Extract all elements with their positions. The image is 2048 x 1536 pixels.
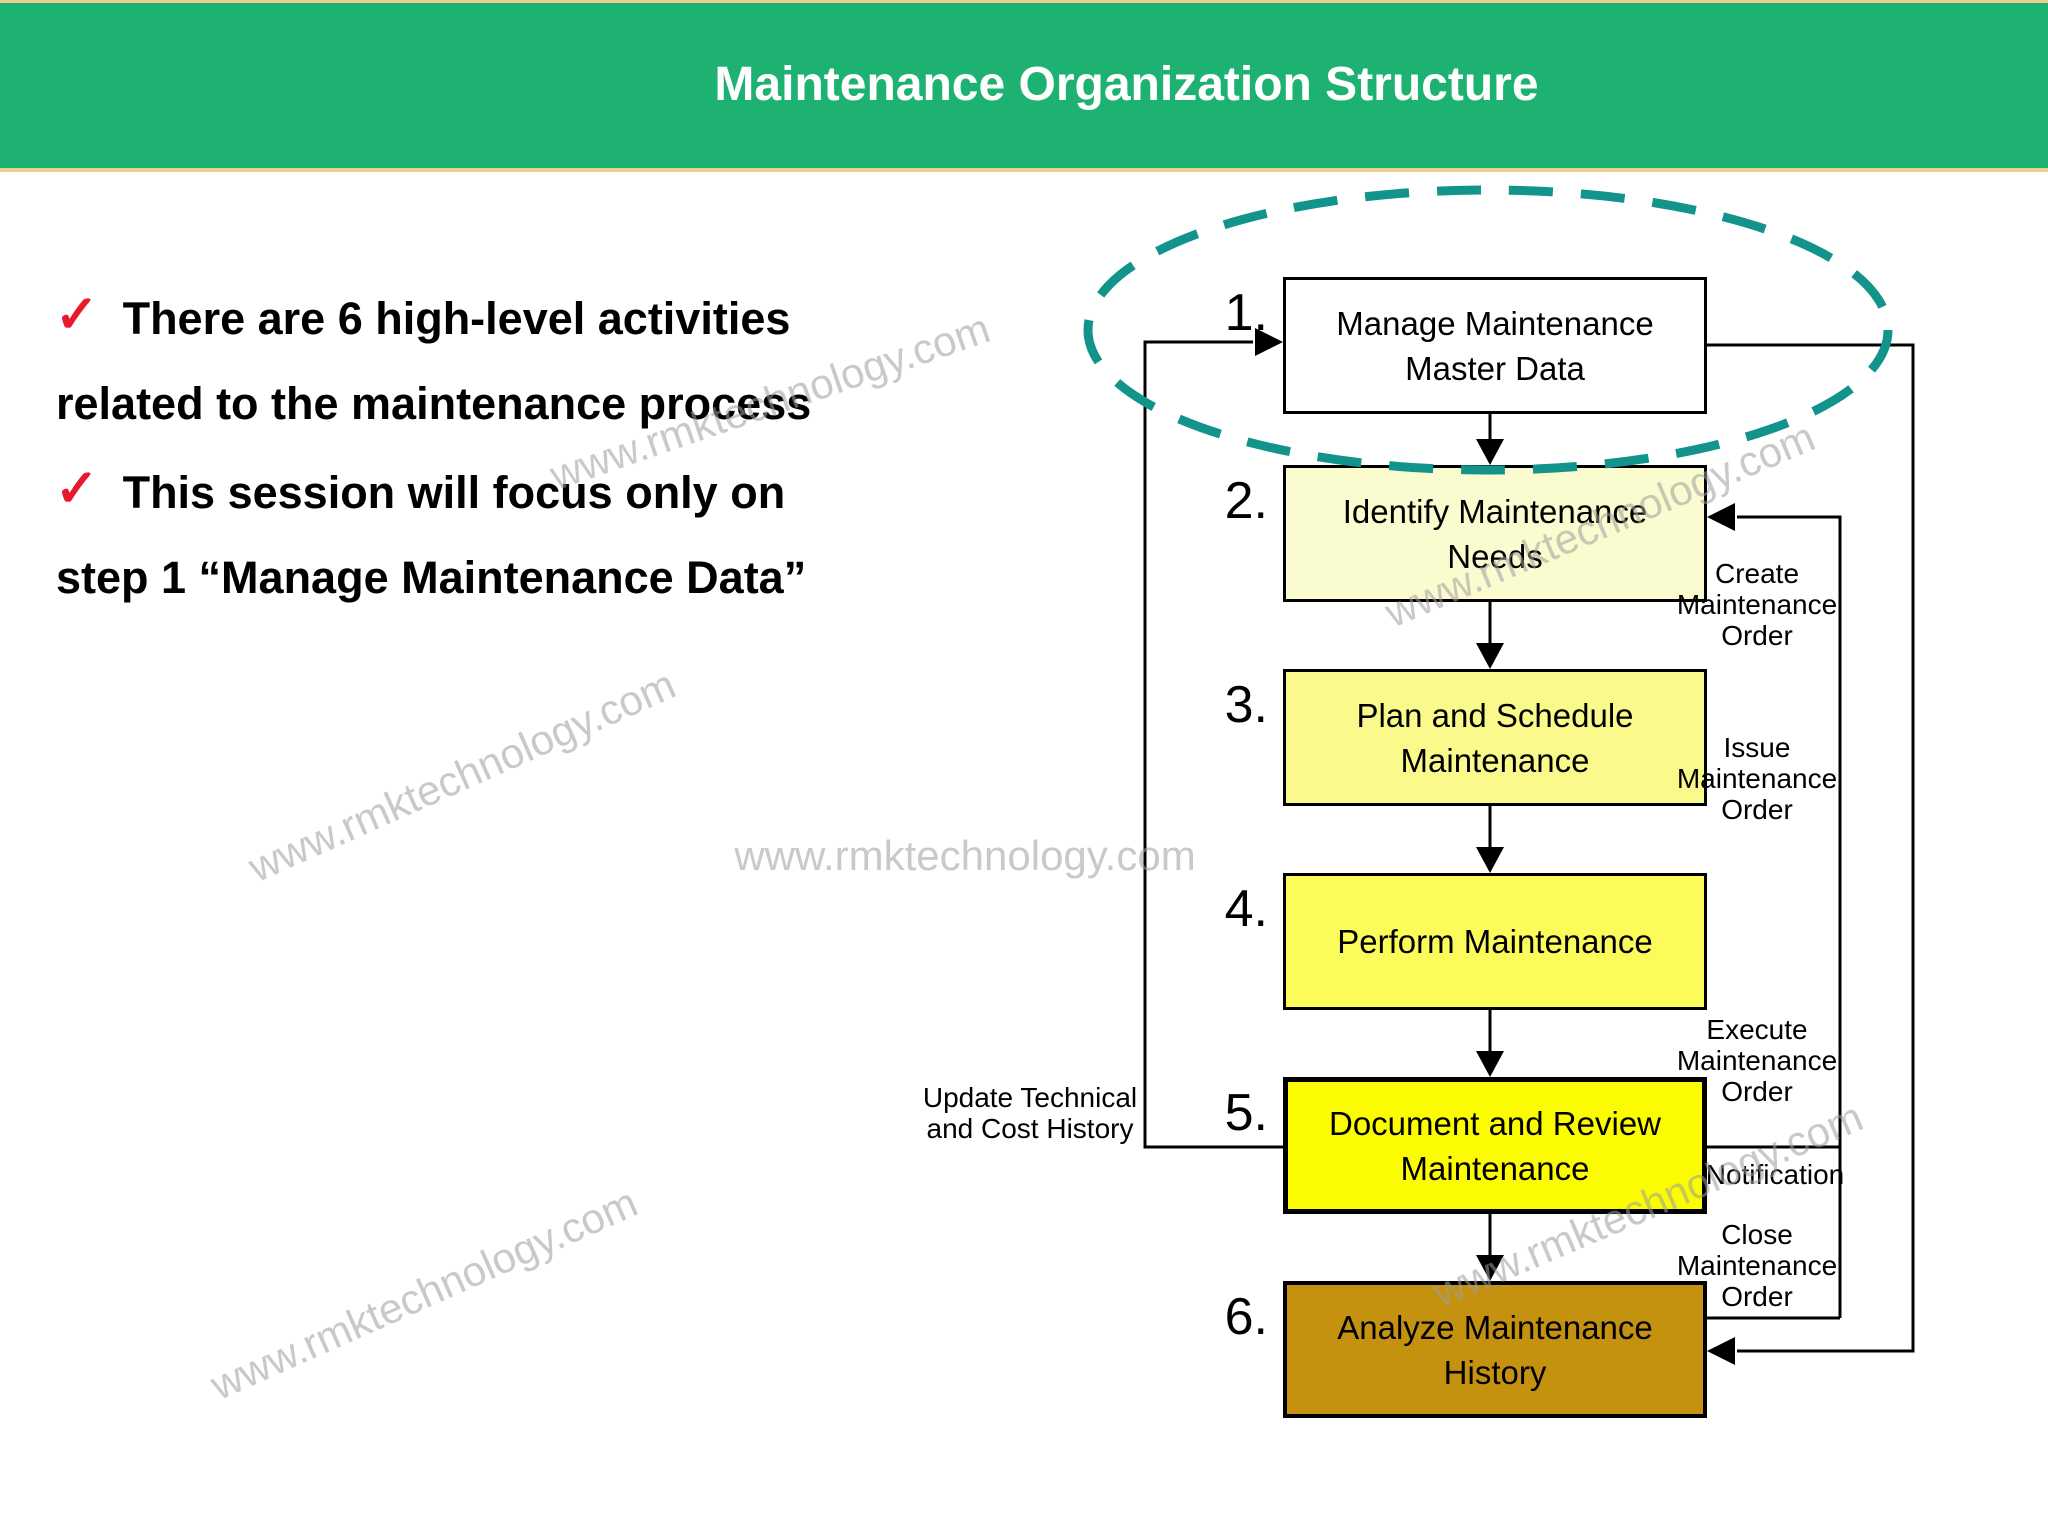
flow-box-text: Perform Maintenance xyxy=(1337,923,1653,960)
flow-box-manage-master-data: Manage Maintenance Master Data xyxy=(1283,277,1707,414)
bullet-2-text-1: This session will focus only on xyxy=(122,467,786,518)
step-number-2: 2. xyxy=(1224,472,1268,530)
flow-box-text: Analyze Maintenance xyxy=(1337,1308,1653,1346)
bullet-1-text-2: related to the maintenance process xyxy=(56,378,812,429)
flow-box-text: Maintenance xyxy=(1400,1149,1590,1187)
edge-label-line: Execute xyxy=(1706,1014,1808,1045)
outer-right-path xyxy=(1707,343,1915,1353)
header-bar: Maintenance Organization Structure xyxy=(0,0,2048,172)
step-number-3: 3. xyxy=(1224,676,1268,734)
edge-label-create-order: Create Maintenance Order xyxy=(1637,558,1877,651)
edge-label-line: Maintenance xyxy=(1676,763,1838,794)
flow-box-text: Identify Maintenance xyxy=(1342,492,1648,530)
arrowhead-down xyxy=(1476,1255,1504,1281)
flow-box-analyze-history: Analyze Maintenance History xyxy=(1283,1281,1707,1418)
flow-box-text: Master Data xyxy=(1405,349,1585,387)
bullet-2-line-2: step 1 “Manage Maintenance Data” xyxy=(56,549,806,607)
flow-box-text: Document and Review xyxy=(1329,1104,1661,1142)
bullet-2-line-1: ✓ This session will focus only on xyxy=(55,460,786,522)
edge-label-line: and Cost History xyxy=(926,1113,1134,1144)
arrowhead-down xyxy=(1476,847,1504,873)
arrowhead-down xyxy=(1476,439,1504,465)
inner-right-path xyxy=(1707,515,1842,1320)
edge-label-line: Maintenance xyxy=(1676,1250,1838,1281)
flow-box-text: Needs xyxy=(1447,537,1543,575)
checkmark-icon: ✓ xyxy=(55,460,99,518)
edge-label-update-history: Update Technical and Cost History xyxy=(880,1082,1180,1144)
edge-label-notification: Notification xyxy=(1655,1159,1895,1190)
flow-box-text: Plan and Schedule xyxy=(1356,696,1634,734)
step-number-4: 4. xyxy=(1224,880,1268,938)
edge-label-line: Maintenance xyxy=(1676,589,1838,620)
flow-box-plan-schedule: Plan and Schedule Maintenance xyxy=(1283,669,1707,806)
edge-label-close-order: Close Maintenance Order xyxy=(1637,1219,1877,1312)
flow-box-identify-needs: Identify Maintenance Needs xyxy=(1283,465,1707,602)
edge-label-line: Order xyxy=(1721,1076,1793,1107)
page-title: Maintenance Organization Structure xyxy=(714,58,1539,111)
edge-label-line: Create xyxy=(1714,558,1800,589)
edge-label-line: Order xyxy=(1721,620,1793,651)
bullet-1-line-2: related to the maintenance process xyxy=(56,375,811,433)
edge-label-line: Close xyxy=(1721,1219,1793,1250)
step-number-6: 6. xyxy=(1224,1288,1268,1346)
edge-label-line: Update Technical xyxy=(922,1082,1138,1113)
feedback-left-path xyxy=(1143,340,1283,1149)
edge-label-line: Order xyxy=(1721,794,1793,825)
edge-label-line: Notification xyxy=(1705,1159,1845,1190)
arrowhead-into-step6 xyxy=(1707,1337,1735,1365)
flow-box-text: Maintenance xyxy=(1400,741,1590,779)
edge-label-execute-order: Execute Maintenance Order xyxy=(1637,1014,1877,1107)
edge-label-line: Order xyxy=(1721,1281,1793,1312)
edge-label-line: Maintenance xyxy=(1676,1045,1838,1076)
checkmark-icon: ✓ xyxy=(55,286,99,344)
flow-box-text: History xyxy=(1443,1353,1547,1391)
arrowhead-down xyxy=(1476,643,1504,669)
arrowhead-into-step2 xyxy=(1707,503,1735,531)
step-number-1: 1. xyxy=(1224,284,1268,342)
arrowhead-down xyxy=(1476,1051,1504,1077)
edge-label-issue-order: Issue Maintenance Order xyxy=(1637,732,1877,825)
bullet-1-text-1: There are 6 high-level activities xyxy=(122,293,791,344)
flow-box-text: Manage Maintenance xyxy=(1336,304,1654,342)
flow-box-document-review: Document and Review Maintenance xyxy=(1283,1077,1707,1214)
flow-box-perform-maintenance: Perform Maintenance xyxy=(1283,873,1707,1010)
edge-label-line: Issue xyxy=(1723,732,1791,763)
bullet-1-line-1: ✓ There are 6 high-level activities xyxy=(55,286,791,348)
step-number-5: 5. xyxy=(1224,1084,1268,1142)
bullet-2-text-2: step 1 “Manage Maintenance Data” xyxy=(56,552,807,603)
